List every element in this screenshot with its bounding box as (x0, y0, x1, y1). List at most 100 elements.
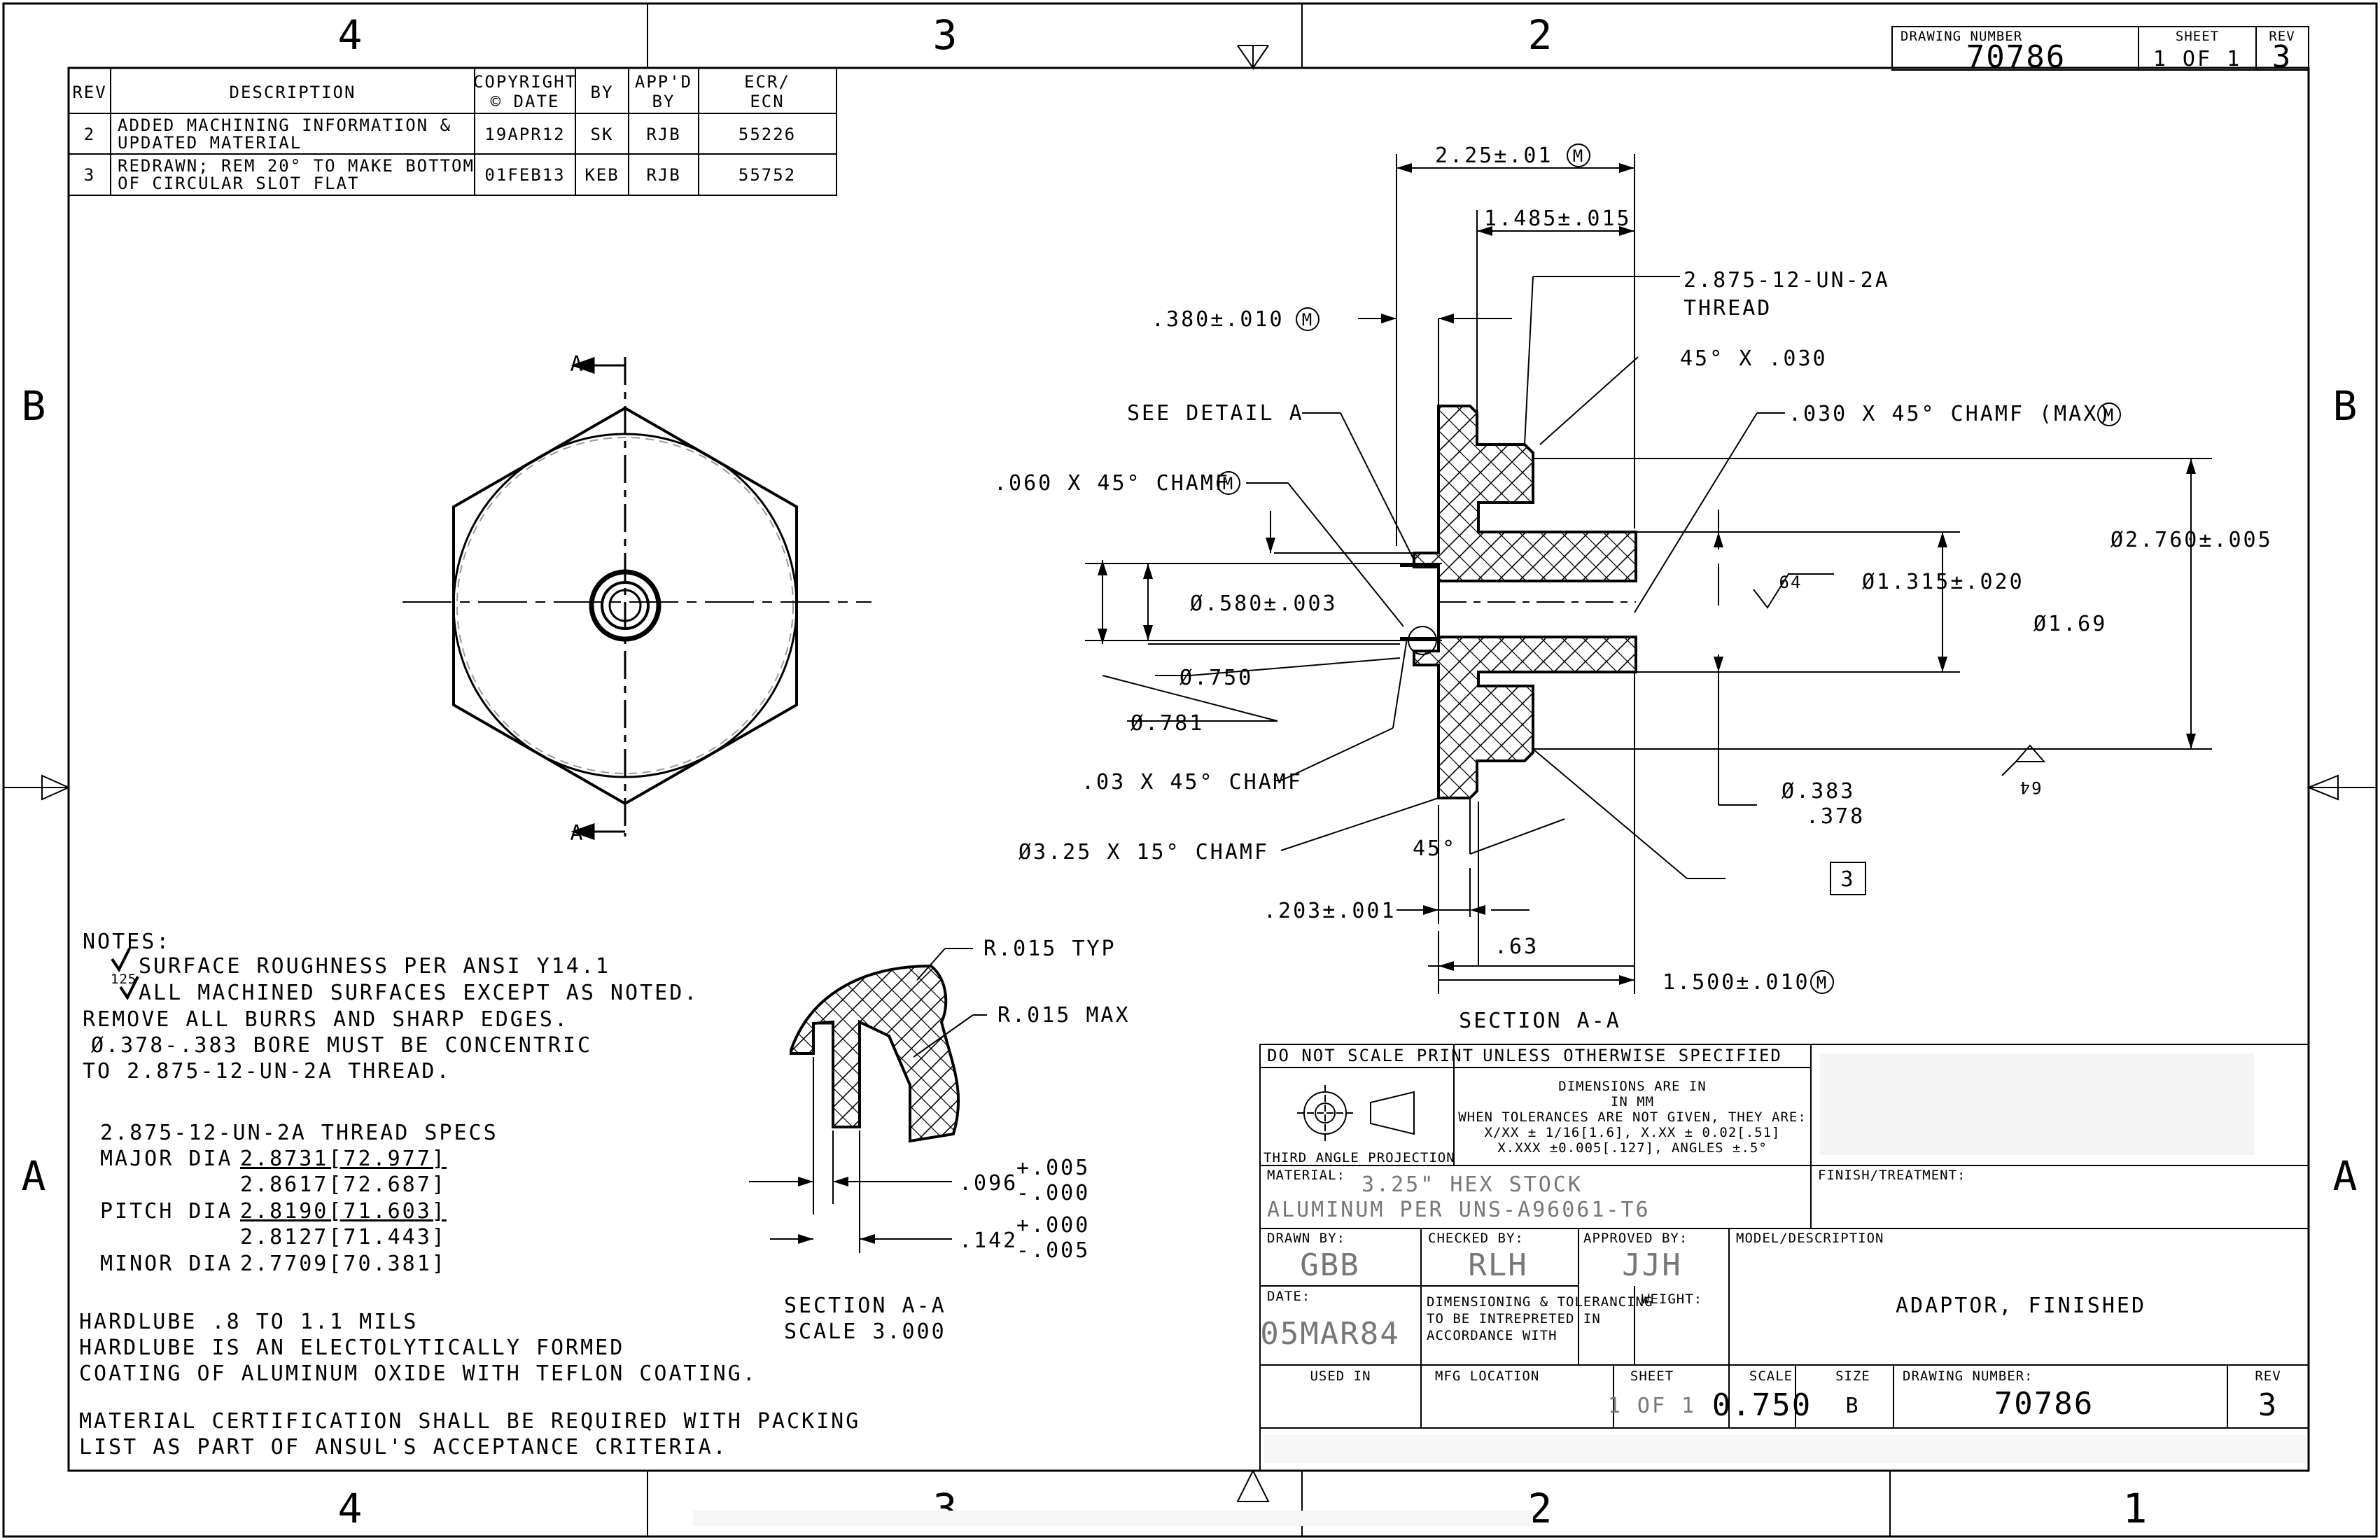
cut-arrow-top (570, 356, 625, 374)
rev-row-2-desc-2: OF CIRCULAR SLOT FLAT (118, 174, 359, 193)
tb-drawn: GBB (1300, 1247, 1359, 1283)
dia-2-760: Ø2.760±.005 (2110, 528, 2273, 552)
detail-tol-096-minus: -.000 (1016, 1181, 1090, 1205)
roughness-symbol-bottom (2001, 744, 2046, 776)
tb-scale: 0.750 (1712, 1387, 1812, 1423)
tb-drawn-label: DRAWN BY: (1267, 1231, 1345, 1246)
mmc-symbol-m: M (1223, 474, 1234, 493)
dia-781: Ø.781 (1130, 711, 1204, 736)
detail-scale: SCALE 3.000 (784, 1320, 946, 1344)
thread-minor-label: MINOR DIA (100, 1252, 233, 1276)
zone-right-b: B (2333, 382, 2358, 430)
faded-footer-strip (1264, 1435, 2306, 1463)
dim-380: .380±.010 (1152, 307, 1284, 332)
roughness-symbol-top (1753, 573, 1834, 609)
zone-left-a: A (22, 1152, 46, 1200)
mmc-symbol-m: M (2104, 405, 2115, 425)
tb-size: B (1845, 1394, 1860, 1418)
dimension-arrows (1098, 163, 2196, 985)
tb-scale-label: SCALE (1749, 1368, 1793, 1384)
roughness-64-bottom: 64 (2019, 778, 2042, 797)
revision-table: REV DESCRIPTION COPYRIGHT© DATE BY APP'D… (68, 67, 837, 196)
mmc-symbol (1296, 307, 1320, 331)
roughness-64-top: 64 (1779, 573, 1802, 592)
rev-header-rev: REV (72, 83, 106, 102)
header-drawing-number-label: DRAWING NUMBER (1900, 29, 2022, 44)
rev-header-by: BY (591, 83, 614, 102)
zone-bottom-1: 1 (2123, 1485, 2148, 1532)
header-rev: 3 (2272, 39, 2292, 75)
rev-row-1-appd: RJB (646, 125, 680, 144)
detail-dim-096: .096 (959, 1171, 1018, 1196)
notes: NOTES: SURFACE ROUGHNESS PER ANSI Y14.1 … (79, 930, 858, 1460)
tb-model-label: MODEL/DESCRIPTION (1736, 1231, 1884, 1246)
mmc-symbol (1567, 144, 1590, 167)
rev-row-2-rev: 3 (84, 165, 95, 185)
tb-checked-label: CHECKED BY: (1428, 1231, 1524, 1246)
detail-dim-142: .142 (959, 1228, 1018, 1253)
cut-arrow-bottom (570, 822, 625, 841)
projection-icon (1297, 1085, 1415, 1141)
mmc-symbol (1810, 970, 1834, 994)
dia-750: Ø.750 (1180, 666, 1253, 690)
dia-1-69: Ø1.69 (2033, 612, 2107, 636)
rev-row-1-rev: 2 (84, 125, 95, 144)
detail-title: SECTION A-A (784, 1294, 946, 1318)
tb-sheet-label: SHEET (1630, 1368, 1674, 1384)
tb-when-tol: WHEN TOLERANCES ARE NOT GIVEN, THEY ARE: (1458, 1110, 1807, 1125)
tb-do-not-scale: DO NOT SCALE PRINT (1267, 1046, 1474, 1065)
tb-unless: UNLESS OTHERWISE SPECIFIED (1483, 1046, 1782, 1065)
thread-major-1: 2.8731[72.977] (240, 1147, 447, 1171)
revision-flag-text: 3 (1840, 867, 1855, 892)
detail-r-max: R.015 MAX (997, 1003, 1130, 1028)
tb-tol-1: X/XX ± 1/16[1.6], X.XX ± 0.02[.51] (1485, 1125, 1781, 1140)
thread-pitch-label: PITCH DIA (100, 1199, 233, 1224)
angle-45: 45° (1413, 836, 1457, 861)
table-row: 2 ADDED MACHINING INFORMATION & UPDATED … (84, 115, 794, 153)
tb-checked: RLH (1468, 1247, 1527, 1283)
header-drawing-number: 70786 (1966, 39, 2066, 75)
tb-description: ADAPTOR, FINISHED (1896, 1294, 2146, 1318)
cert-2: LIST AS PART OF ANSUL'S ACCEPTANCE CRITE… (79, 1435, 728, 1460)
header-sheet: 1 OF 1 (2153, 47, 2241, 71)
tb-material-label: MATERIAL: (1267, 1168, 1345, 1183)
tb-rev-label: REV (2255, 1368, 2281, 1384)
rev-row-1-desc-2: UPDATED MATERIAL (118, 133, 302, 153)
tb-drawing-number: 70786 (1994, 1386, 2094, 1422)
title-block: DO NOT SCALE PRINT UNLESS OTHERWISE SPEC… (693, 1044, 2309, 1526)
thread-major-label: MAJOR DIA (100, 1147, 233, 1171)
tb-approved: JJH (1622, 1247, 1681, 1283)
tb-material-1: 3.25" HEX STOCK (1362, 1172, 1583, 1197)
rev-row-2-by: KEB (584, 165, 619, 185)
table-row: 3 REDRAWN; REM 20° TO MAKE BOTTOM OF CIR… (84, 156, 794, 193)
notes-title: NOTES: (83, 930, 171, 954)
mmc-symbol-m: M (1573, 146, 1584, 166)
tb-approved-label: APPROVED BY: (1583, 1231, 1688, 1246)
rev-header-ecn: ECR/ECN (744, 72, 790, 111)
thread-callout-2: THREAD (1684, 296, 1772, 321)
note-1: SURFACE ROUGHNESS PER ANSI Y14.1 (139, 954, 610, 979)
roughness-check-icon (111, 948, 131, 972)
tb-rev: 3 (2258, 1387, 2278, 1423)
tb-dimensioning-3: ACCORDANCE WITH (1427, 1328, 1558, 1343)
thread-hidden-circle (456, 437, 794, 774)
detail-r-typ: R.015 TYP (983, 937, 1116, 961)
note-5: TO 2.875-12-UN-2A THREAD. (83, 1059, 451, 1084)
dim-63: .63 (1494, 934, 1539, 959)
header-sheet-label: SHEET (2176, 29, 2219, 44)
tb-date: 05MAR84 (1260, 1316, 1399, 1352)
mmc-symbol-m: M (1816, 973, 1828, 993)
section-body-bottom (1413, 636, 1637, 799)
thread-minor: 2.7709[70.381] (240, 1252, 447, 1276)
rev-row-2-desc-1: REDRAWN; REM 20° TO MAKE BOTTOM (118, 156, 475, 176)
rev-row-1-by: SK (591, 125, 614, 144)
zone-top-3: 3 (933, 11, 958, 59)
front-view: A A (402, 352, 872, 846)
tb-finish-label: FINISH/TREATMENT: (1818, 1168, 1966, 1183)
dim-2-25: 2.25±.01 (1435, 144, 1553, 168)
tb-drawing-number-label: DRAWING NUMBER: (1903, 1368, 2033, 1384)
tb-projection: THIRD ANGLE PROJECTION (1264, 1150, 1455, 1166)
dim-203: .203±.001 (1264, 899, 1396, 923)
tb-date-label: DATE: (1267, 1289, 1310, 1304)
